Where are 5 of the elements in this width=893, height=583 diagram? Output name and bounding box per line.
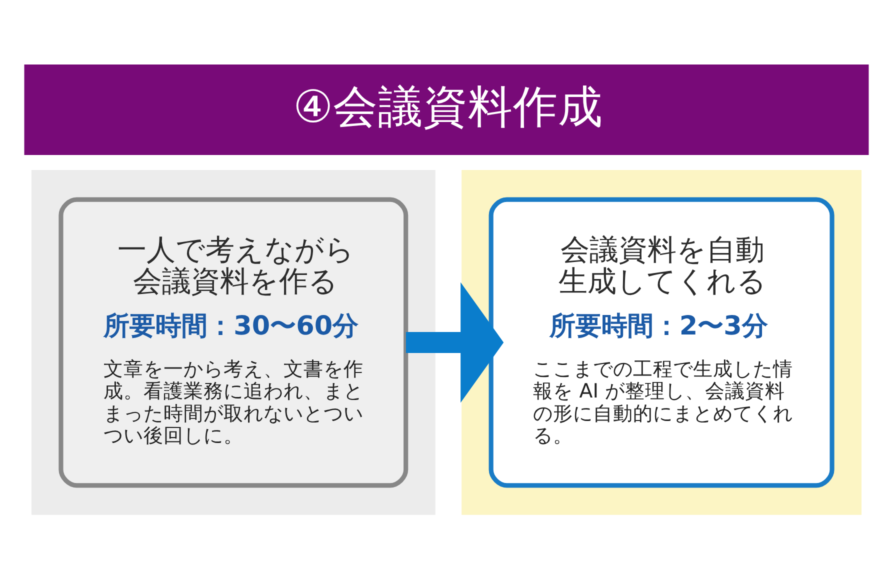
cluster xyxy=(31,170,436,514)
arrow xyxy=(406,282,504,402)
diagram-title: ④会議資料作成 xyxy=(293,80,604,132)
node-box: 会議資料を自動生成してくれる 所要時間：2〜3分 ここまでの工程で生成した情報を AI が整理し、会議資料の形に自動的にまとめてくれる。 xyxy=(488,196,834,488)
node-box: 一人で考えながら会議資料を作る 所要時間：30〜60分 文章を一から考え、文書を作成。看護業務に追われ、まとまった時間が取れないとついつい後回しに。 xyxy=(58,196,408,488)
